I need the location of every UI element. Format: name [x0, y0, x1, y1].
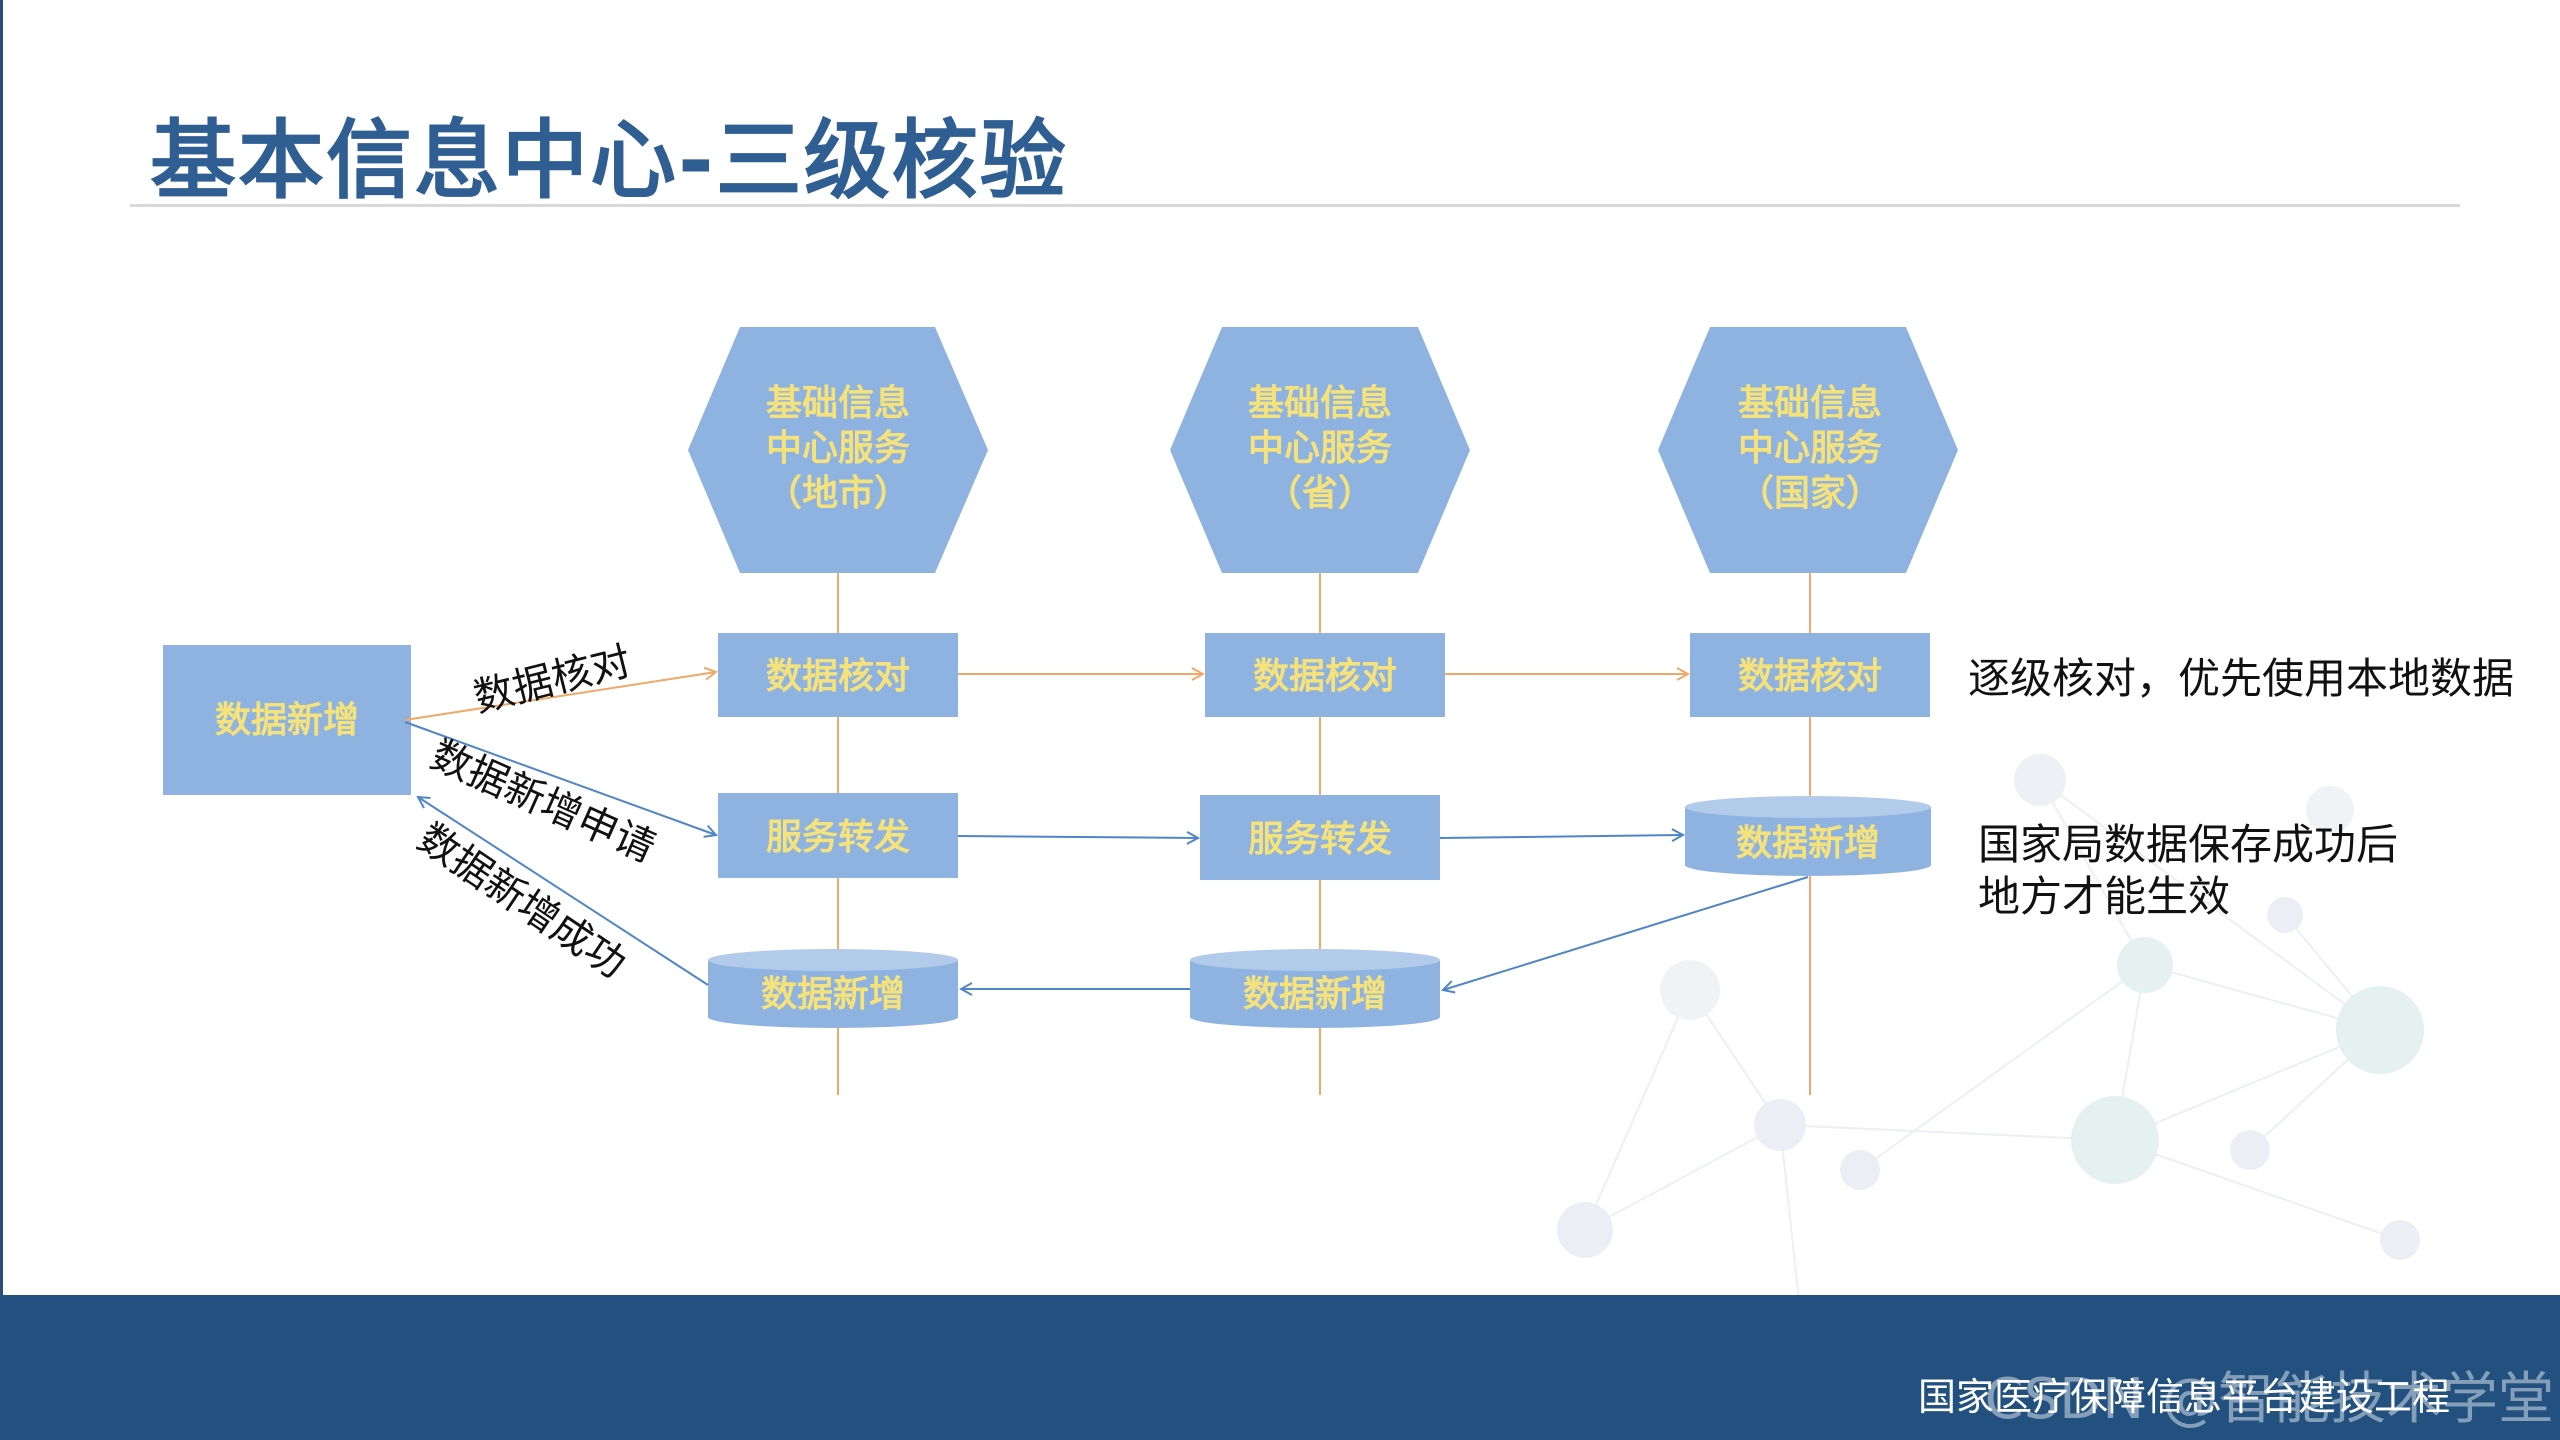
database-add-nation: 数据新增: [1685, 796, 1931, 876]
watermark: CSDN @智能技术学堂: [1984, 1367, 2554, 1432]
forward-box-province-label: 服务转发: [1248, 819, 1392, 860]
hex-city-line2: 中心服务: [766, 428, 910, 469]
footer-org-text: 国家医疗保障信息平台建设工程: [1917, 1375, 2450, 1419]
verify-box-city-label: 数据核对: [766, 656, 910, 697]
note-verify: 逐级核对，优先使用本地数据: [1968, 654, 2515, 703]
arrow-forward-city-to-province: [957, 836, 1198, 838]
arrow-start-to-forward-city: [404, 721, 716, 835]
hex-province-line2: 中心服务: [1248, 428, 1392, 469]
verify-box-province-label: 数据核对: [1253, 656, 1397, 697]
hex-city-line3: （地市）: [766, 473, 910, 514]
start-node-data-add: 数据新增: [163, 645, 411, 795]
note-save-line1: 国家局数据保存成功后: [1978, 820, 2399, 869]
forward-box-province: 服务转发: [1200, 795, 1440, 880]
add-arrows: [404, 721, 1809, 990]
left-edge-bar: [0, 0, 3, 1295]
verify-box-province: 数据核对: [1205, 633, 1445, 717]
start-node-label: 数据新增: [215, 700, 359, 741]
page-title: 基本信息中心-三级核验: [150, 111, 1068, 211]
database-add-province: 数据新增: [1190, 949, 1440, 1028]
hexagon-city-service: 基础信息 中心服务 （地市）: [688, 327, 988, 573]
verify-arrows: [404, 672, 1688, 721]
title-divider: [130, 204, 2460, 207]
hex-nation-line2: 中心服务: [1738, 428, 1882, 469]
edge-label-verify: 数据核对: [469, 638, 635, 721]
footer-bar: [0, 1295, 2560, 1440]
database-add-city: 数据新增: [708, 949, 958, 1028]
arrow-start-to-verify-city: [404, 672, 716, 721]
note-save-line2: 地方才能生效: [1978, 872, 2231, 921]
hex-nation-line1: 基础信息: [1738, 383, 1882, 424]
hex-province-line3: （省）: [1266, 473, 1374, 514]
verify-box-nation-label: 数据核对: [1738, 656, 1882, 697]
hex-nation-line3: （国家）: [1738, 473, 1882, 514]
arrow-forward-province-to-nation: [1439, 835, 1683, 838]
hex-city-line1: 基础信息: [766, 383, 910, 424]
forward-box-city: 服务转发: [718, 793, 958, 878]
hexagon-province-service: 基础信息 中心服务 （省）: [1170, 327, 1470, 573]
database-add-city-label: 数据新增: [761, 974, 905, 1015]
forward-box-city-label: 服务转发: [766, 817, 910, 858]
verification-flow-diagram: 基础信息 中心服务 （地市） 基础信息 中心服务 （省） 基础信息 中心服务 （…: [163, 327, 2424, 1295]
verify-box-nation: 数据核对: [1690, 633, 1930, 717]
arrow-nation-add-to-province-add: [1443, 876, 1809, 990]
database-add-province-label: 数据新增: [1243, 974, 1387, 1015]
hex-province-line1: 基础信息: [1248, 383, 1392, 424]
arrow-city-add-to-start: [418, 797, 709, 986]
database-add-nation-label: 数据新增: [1736, 823, 1880, 864]
verify-box-city: 数据核对: [718, 633, 958, 717]
hexagon-nation-service: 基础信息 中心服务 （国家）: [1658, 327, 1958, 573]
network-background-decoration: [1557, 754, 2424, 1295]
